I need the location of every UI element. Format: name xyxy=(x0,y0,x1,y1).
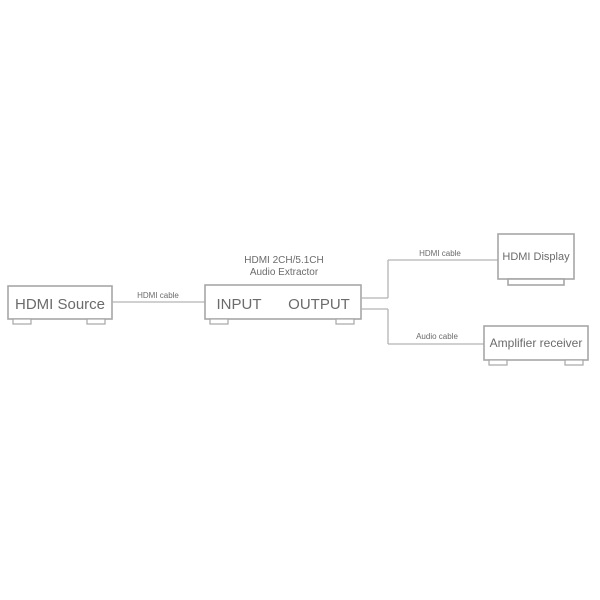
amplifier-receiver-box xyxy=(483,325,589,361)
hdmi-source-label: HDMI Source xyxy=(15,296,105,313)
hdmi-display-screen xyxy=(497,233,575,280)
amplifier-cable-label: Audio cable xyxy=(416,332,458,341)
source-cable-label: HDMI cable xyxy=(137,291,179,300)
amplifier-receiver-device: Amplifier receiver xyxy=(483,325,589,366)
hdmi-display-label: HDMI Display xyxy=(502,251,570,263)
amplifier-foot-left xyxy=(488,359,508,366)
hdmi-display-stand xyxy=(507,278,565,286)
hdmi-display-device: HDMI Display xyxy=(497,233,575,286)
amplifier-receiver-label: Amplifier receiver xyxy=(490,336,583,350)
hdmi-source-box xyxy=(7,285,113,320)
audio-extractor-foot-right xyxy=(335,318,355,325)
extractor-input-label: INPUT xyxy=(217,296,262,313)
hdmi-source-device: HDMI Source xyxy=(7,285,113,325)
audio-extractor-foot-left xyxy=(209,318,229,325)
extractor-caption-line1: HDMI 2CH/5.1CH xyxy=(244,255,323,266)
hdmi-source-foot-left xyxy=(12,318,32,325)
amplifier-foot-right xyxy=(564,359,584,366)
audio-extractor-box xyxy=(204,284,362,320)
extractor-caption-line2: Audio Extractor xyxy=(250,267,319,278)
output-branch-cables xyxy=(361,259,498,345)
extractor-output-label: OUTPUT xyxy=(288,296,350,313)
audio-extractor-device: INPUT OUTPUT xyxy=(204,284,362,325)
display-cable-label: HDMI cable xyxy=(419,249,461,258)
hdmi-source-foot-right xyxy=(86,318,106,325)
